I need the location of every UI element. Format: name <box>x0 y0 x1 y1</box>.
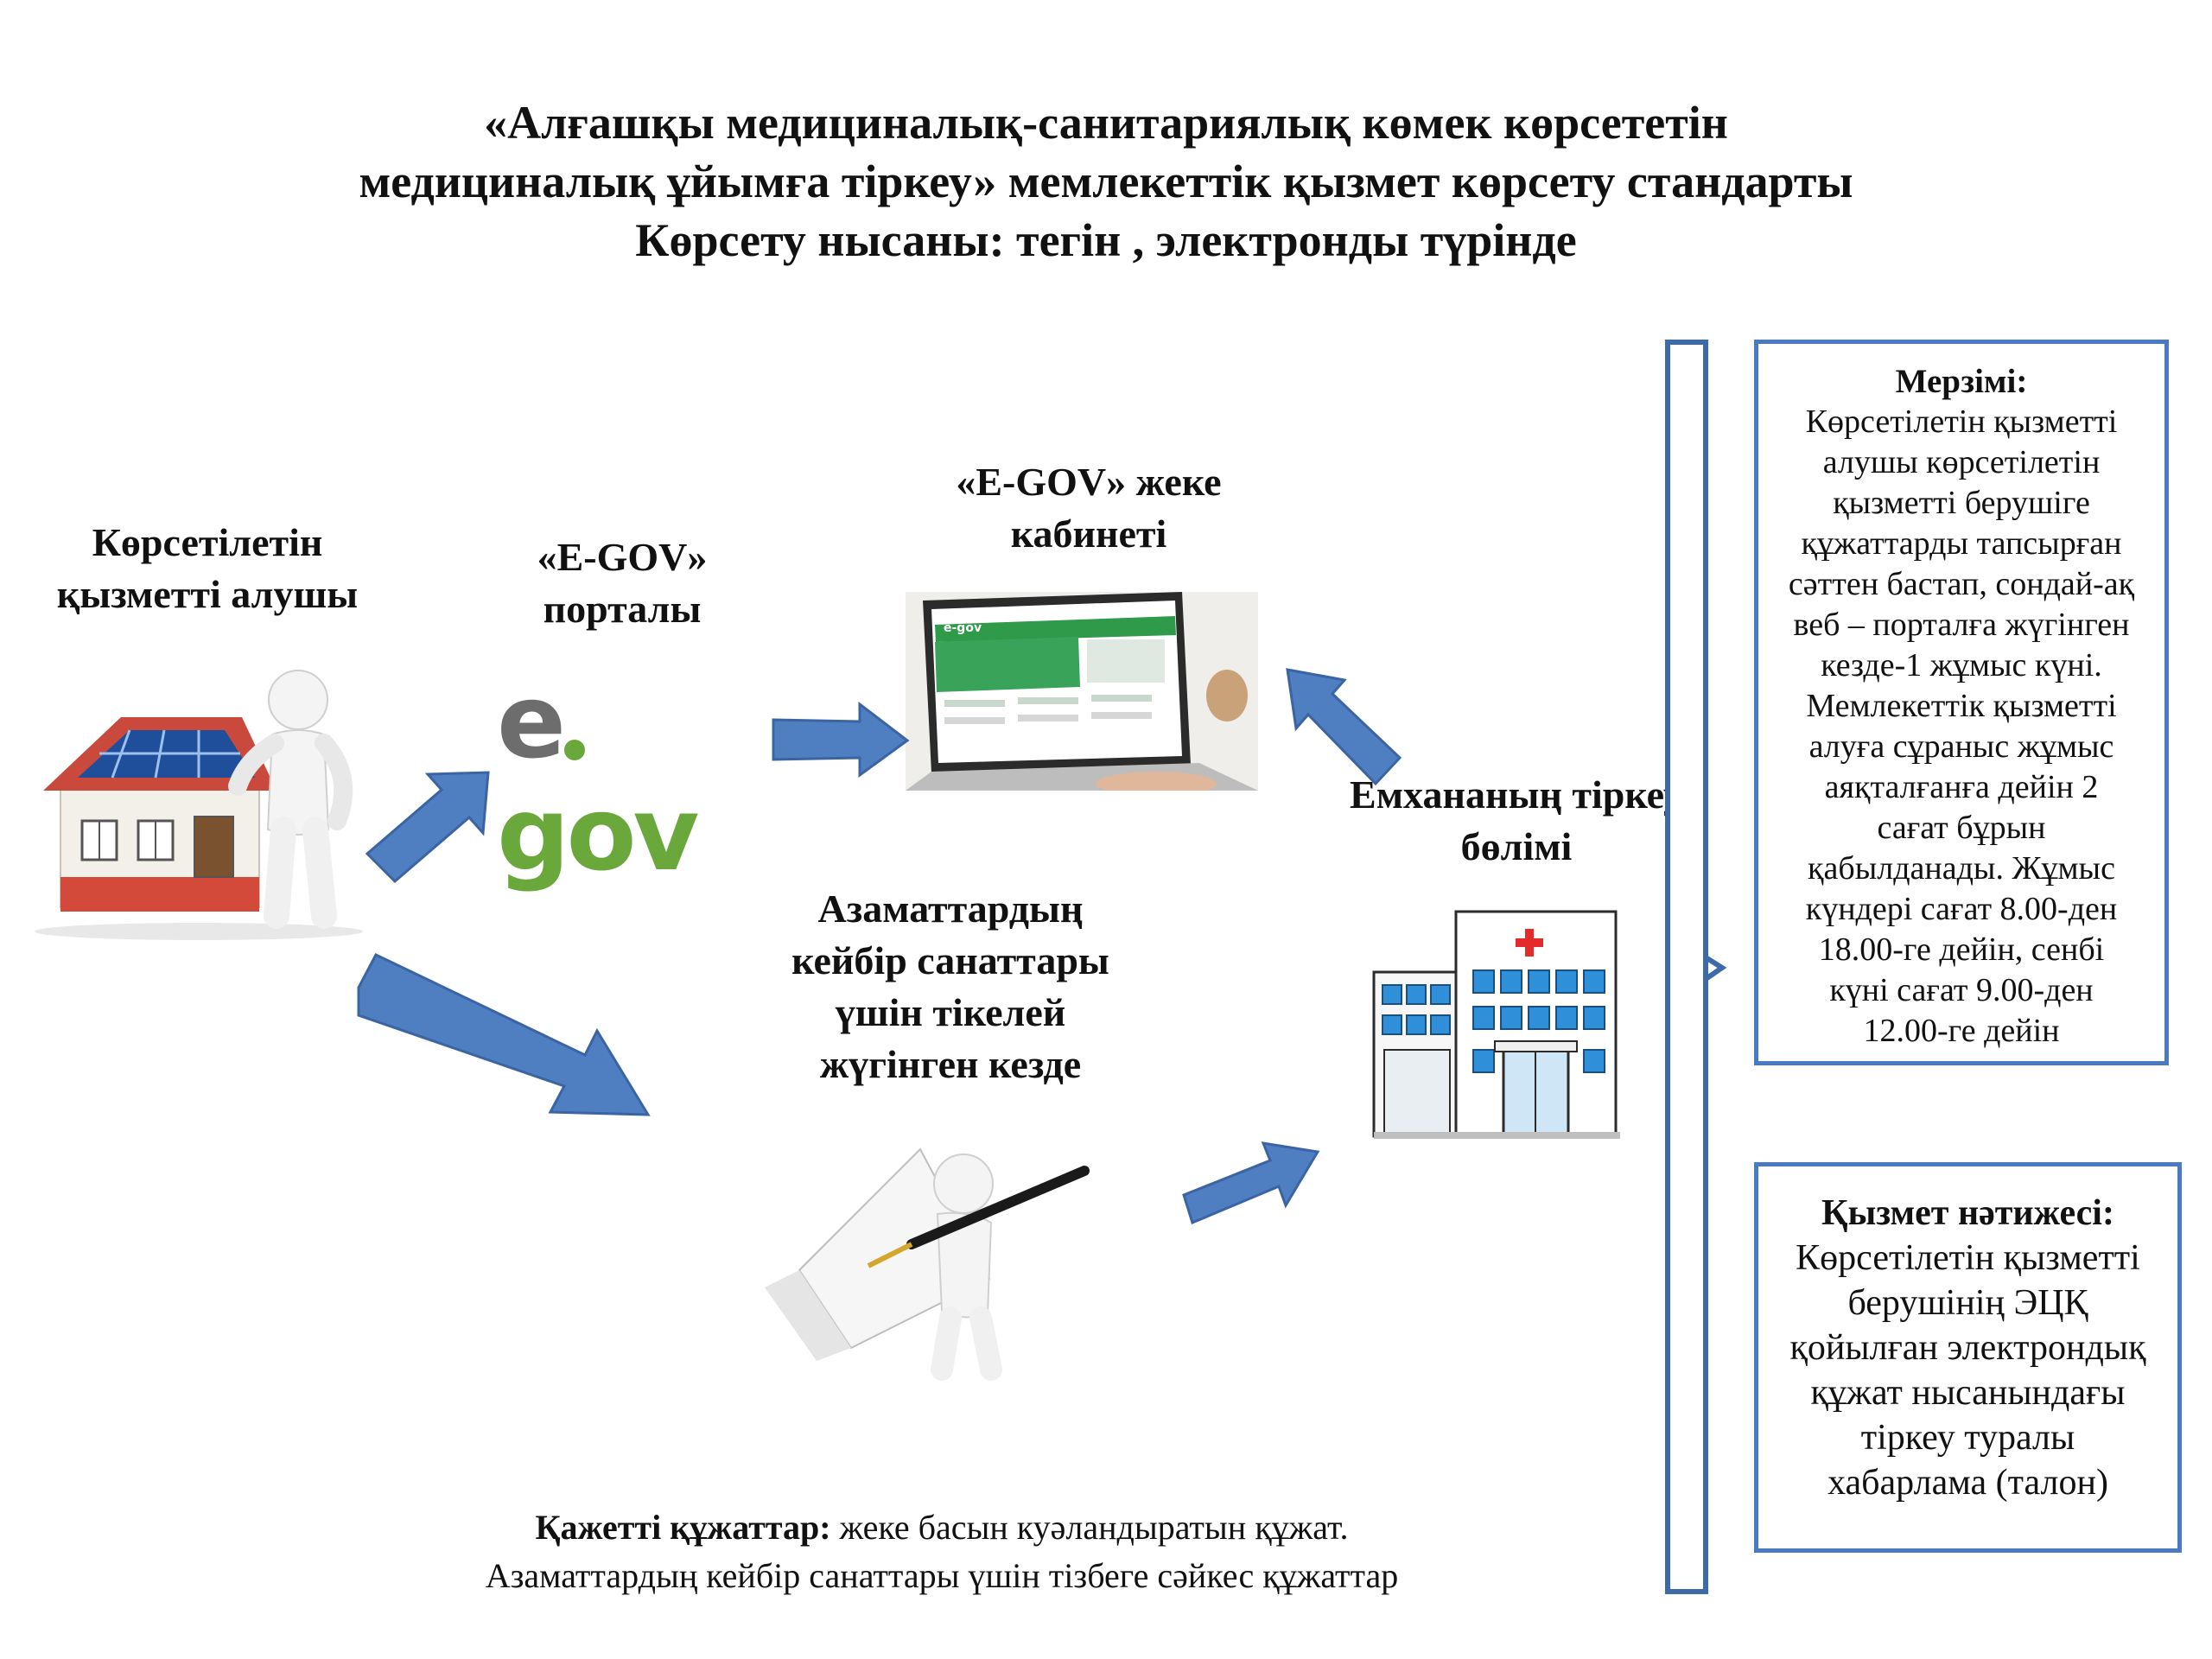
deadline-heading: Мерзімі: <box>1758 361 2164 402</box>
cabinet-label: «E-GOV» жеке кабинеті <box>916 456 1262 560</box>
laptop-screen-brand: e-gov <box>944 621 982 635</box>
egov-logo-gov: gov <box>497 774 696 893</box>
result-line: қойылған электрондық <box>1758 1325 2177 1370</box>
arrow-portal-to-cabinet <box>773 704 912 778</box>
title-line-2: медициналық ұйымға тіркеу» мемлекеттік қ… <box>0 152 2212 211</box>
house-person-illustration <box>26 657 372 942</box>
result-line: хабарлама (талон) <box>1758 1460 2177 1505</box>
direct-visit-line-3: үшін тікелей <box>709 987 1192 1039</box>
result-heading: Қызмет нәтижесі: <box>1758 1191 2177 1236</box>
deadline-line: 18.00-ге дейін, сенбі <box>1758 930 2164 970</box>
direct-visit-line-1: Азаматтардың <box>709 883 1192 935</box>
deadline-box: Мерзімі: Көрсетілетін қызметті алушы көр… <box>1754 340 2169 1065</box>
cabinet-label-line-2: кабинеті <box>916 508 1262 560</box>
cabinet-label-line-1: «E-GOV» жеке <box>916 456 1262 508</box>
required-documents: Қажетті құжаттар: жеке басын куәландырат… <box>259 1503 1624 1600</box>
arrow-recipient-to-direct <box>359 955 652 1119</box>
result-line: Көрсетілетін қызметті <box>1758 1236 2177 1281</box>
deadline-line: қызметті берушіге <box>1758 483 2164 524</box>
bracket-bar <box>1663 340 1741 1594</box>
result-box: Қызмет нәтижесі: Көрсетілетін қызметті б… <box>1754 1162 2182 1553</box>
required-documents-label: Қажетті құжаттар: <box>536 1508 831 1547</box>
recipient-label-line-1: Көрсетілетін <box>26 517 389 569</box>
recipient-label: Көрсетілетін қызметті алушы <box>26 517 389 620</box>
required-documents-text-1: жеке басын куәландыратын құжат. <box>831 1508 1349 1547</box>
direct-visit-line-2: кейбір санаттары <box>709 935 1192 987</box>
laptop-illustration: e-gov <box>906 592 1258 791</box>
result-line: тіркеу туралы <box>1758 1415 2177 1460</box>
title-line-3: Көрсету нысаны: тегін , электронды түрін… <box>0 211 2212 270</box>
hospital-illustration <box>1374 912 1624 1141</box>
deadline-line: 12.00-ге дейін <box>1758 1011 2164 1052</box>
egov-logo-e: e <box>497 662 563 781</box>
person-writing-illustration <box>765 1149 1093 1378</box>
deadline-line: веб – порталға жүгінген <box>1758 605 2164 645</box>
result-line: құжат нысанындағы <box>1758 1370 2177 1415</box>
title-line-1: «Алғашқы медициналық-санитариялық көмек … <box>0 93 2212 152</box>
deadline-line: құжаттарды тапсырған <box>1758 524 2164 564</box>
deadline-line: күні сағат 9.00-ден <box>1758 970 2164 1011</box>
arrow-registry-to-cabinet <box>1287 670 1408 786</box>
deadline-line: Мемлекеттік қызметті <box>1758 686 2164 727</box>
deadline-line: аяқталғанға дейін 2 <box>1758 767 2164 808</box>
recipient-label-line-2: қызметті алушы <box>26 569 389 620</box>
egov-logo-dot-icon <box>564 740 585 760</box>
arrow-direct-to-hospital <box>1184 1136 1322 1227</box>
required-documents-line-2: Азаматтардың кейбір санаттары үшін тізбе… <box>259 1552 1624 1600</box>
registry-label-line-2: бөлімі <box>1322 821 1711 873</box>
portal-label-line-2: порталы <box>484 583 760 635</box>
portal-label-line-1: «E-GOV» <box>484 531 760 583</box>
deadline-line: кезде-1 жұмыс күні. <box>1758 645 2164 686</box>
direct-visit-label: Азаматтардың кейбір санаттары үшін тікел… <box>709 883 1192 1090</box>
egov-logo: egov <box>497 665 773 778</box>
deadline-line: сәттен бастап, сондай-ақ <box>1758 564 2164 605</box>
deadline-line: алуға сұраныс жұмыс <box>1758 727 2164 767</box>
required-documents-line-1: Қажетті құжаттар: жеке басын куәландырат… <box>259 1503 1624 1552</box>
deadline-line: алушы көрсетілетін <box>1758 442 2164 483</box>
result-line: берушінің ЭЦҚ <box>1758 1281 2177 1325</box>
deadline-line: Көрсетілетін қызметті <box>1758 402 2164 442</box>
arrow-recipient-to-portal <box>367 769 497 881</box>
portal-label: «E-GOV» порталы <box>484 531 760 635</box>
direct-visit-line-4: жүгінген кезде <box>709 1039 1192 1090</box>
deadline-line: қабылданады. Жұмыс <box>1758 849 2164 889</box>
deadline-line: сағат бұрын <box>1758 808 2164 849</box>
deadline-line: күндері сағат 8.00-ден <box>1758 889 2164 930</box>
